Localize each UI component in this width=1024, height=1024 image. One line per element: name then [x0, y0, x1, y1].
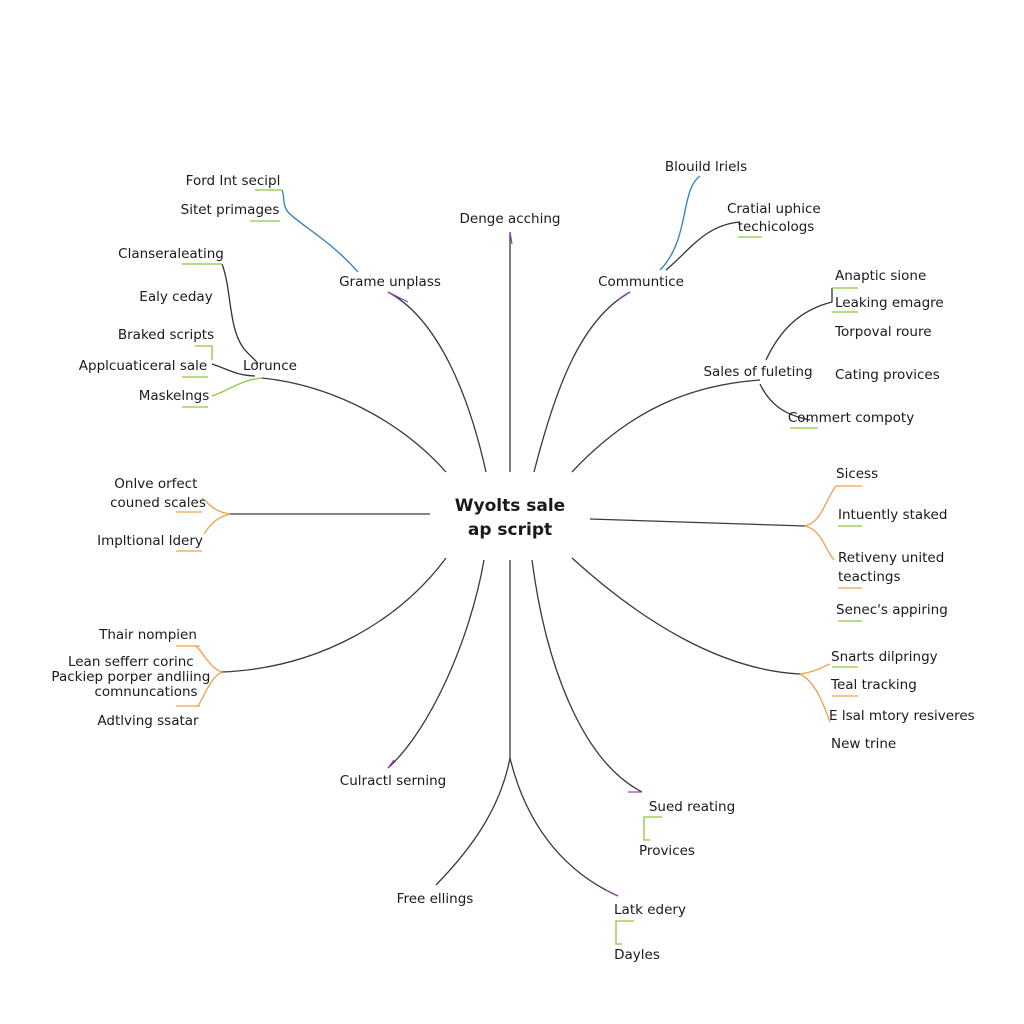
branch-lorunce-label: Lorunce — [243, 358, 297, 374]
edge-sued — [531, 559, 643, 793]
leaf-sitet: Sitet primages — [181, 202, 280, 218]
leaf-edges — [176, 175, 862, 945]
edge-sales — [571, 379, 761, 473]
connector-provices — [643, 816, 662, 841]
leaf-intuently: Intuently staked — [838, 507, 947, 523]
leaf-cating: Cating provices — [835, 367, 940, 383]
connector-snarts — [799, 663, 831, 723]
leaf-sicess: Sicess — [836, 466, 878, 482]
tick-denge — [509, 231, 513, 245]
leaf-provices: Provices — [639, 843, 695, 859]
leaf-applcuaticeral: Applcuaticeral sale — [79, 358, 207, 374]
connector-sales-top — [765, 288, 833, 361]
leaf-thair: Thair nompien — [98, 627, 197, 643]
edge-free — [435, 757, 511, 886]
leaf-braked: Braked scripts — [118, 327, 214, 343]
leaf-dayles: Dayles — [614, 947, 660, 963]
edge-lorunce — [261, 377, 447, 473]
connector-braked — [195, 345, 213, 360]
leaf-senec: Senec's appiring — [836, 602, 948, 618]
leaf-packiep: Lean sefferr corinc Packiep porper andli… — [51, 654, 214, 700]
tick-culract — [387, 759, 395, 769]
branch-sued-label: Sued reating — [649, 799, 735, 815]
connector-clanseraleating — [221, 263, 259, 365]
branch-denge-label: Denge acching — [460, 211, 561, 227]
edge-culract — [387, 559, 485, 769]
branch-labels: Grame unplass Denge acching Communtice L… — [243, 211, 813, 918]
leaf-retiveny: Retiveny united teactings — [838, 550, 949, 585]
leaf-clanseraleating: Clanseraleating — [118, 246, 224, 262]
leaf-impltional: Impltional ldery — [97, 533, 203, 549]
connector-onlve — [201, 497, 231, 535]
tick-grame — [387, 291, 409, 303]
center-node: Wyolts sale ap script — [455, 496, 565, 540]
leaf-torpoval: Torpoval roure — [834, 324, 932, 340]
branch-culract-label: Culractl serning — [340, 773, 446, 789]
branch-sales-label: Sales of fuleting — [703, 364, 812, 380]
tick-communtice — [617, 291, 631, 301]
connector-maskelngs — [211, 377, 263, 397]
connector-applcuaticeral — [211, 363, 256, 377]
leaf-blouild: Blouild lriels — [665, 159, 747, 175]
center-title-line1: Wyolts sale — [455, 496, 565, 516]
connector-grame — [281, 189, 359, 273]
leaf-new: New trine — [831, 736, 896, 752]
leaf-teal: Teal tracking — [830, 677, 917, 693]
center-title-line2: ap script — [468, 520, 552, 540]
branch-grame-label: Grame unplass — [339, 274, 441, 290]
edge-grame — [387, 291, 487, 473]
leaf-leaking: Leaking emagre — [835, 295, 944, 311]
edge-thair — [221, 557, 447, 673]
edge-snarts — [571, 557, 801, 675]
leaf-labels: Ford Int secipl Sitet primages Blouild l… — [51, 159, 974, 963]
connector-thair — [195, 645, 223, 707]
branch-communtice-label: Communtice — [598, 274, 684, 290]
edge-sicess — [589, 518, 806, 527]
leaf-anaptic: Anaptic sione — [835, 268, 926, 284]
leaf-maskelngs: Maskelngs — [139, 388, 210, 404]
leaf-ealy: Ealy ceday — [139, 289, 212, 305]
edge-latk — [509, 757, 619, 897]
connector-sicess — [804, 485, 837, 561]
branch-latk-label: Latk edery — [614, 902, 686, 918]
tick-latk — [605, 889, 619, 897]
leaf-snarts: Snarts dilpringy — [831, 649, 938, 665]
leaf-cratial: Cratial uphice techicologs — [727, 201, 825, 235]
connector-blouild — [659, 175, 701, 271]
leaf-commert: Commert compoty — [788, 410, 914, 426]
main-edges — [221, 232, 806, 897]
connector-sales-bottom — [759, 383, 811, 421]
leaf-elsal: E lsal mtory resiveres — [829, 708, 975, 724]
connector-cratial — [665, 221, 741, 271]
edge-communtice — [533, 291, 631, 473]
leaf-onlve: Onlve orfect couned scales — [110, 476, 206, 511]
connector-dayles — [615, 920, 634, 945]
leaf-ford: Ford Int secipl — [186, 173, 281, 189]
branch-free-label: Free ellings — [397, 891, 474, 907]
leaf-adtlving: Adtlving ssatar — [97, 713, 199, 729]
